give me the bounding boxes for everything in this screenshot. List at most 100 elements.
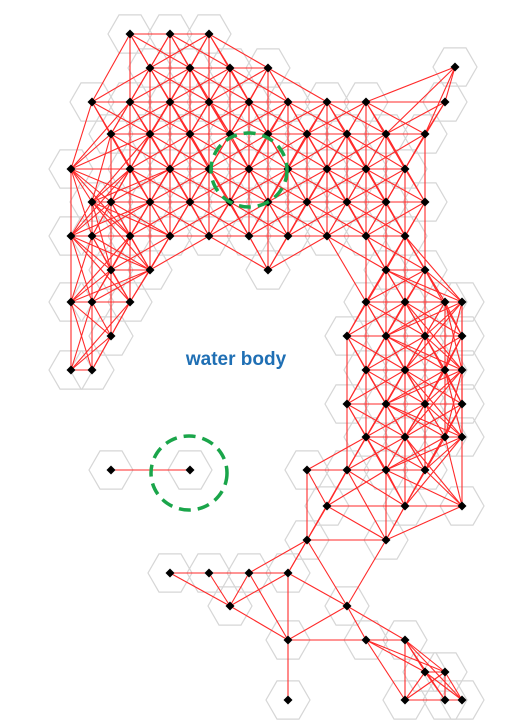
network-edge xyxy=(169,67,231,103)
sensor-node xyxy=(440,667,450,677)
hex-cell xyxy=(265,680,311,720)
network-edge xyxy=(287,572,348,607)
sensor-node xyxy=(420,465,430,475)
network-edge xyxy=(424,335,463,371)
sensor-node xyxy=(87,231,97,241)
network-edge xyxy=(287,539,308,574)
sensor-node xyxy=(400,501,410,511)
network-edge xyxy=(248,201,308,237)
network-edge xyxy=(267,101,328,135)
sensor-node xyxy=(106,265,116,275)
sensor-node xyxy=(87,365,97,375)
network-edge xyxy=(385,436,406,471)
sensor-node xyxy=(381,265,391,275)
sensor-nodes xyxy=(66,29,467,705)
hex-cell xyxy=(48,149,94,189)
network-edge xyxy=(346,469,387,541)
network-edge xyxy=(424,403,446,438)
sensor-node xyxy=(457,501,467,511)
sensor-node xyxy=(244,164,254,174)
sensor-node xyxy=(87,297,97,307)
network-edge xyxy=(287,201,348,237)
sensor-node xyxy=(204,29,214,39)
network-edge xyxy=(346,605,406,641)
network-edge xyxy=(346,469,406,507)
sensor-node xyxy=(125,231,135,241)
network-edge xyxy=(287,605,348,641)
highlight-circle-upper xyxy=(209,131,289,209)
network-edge xyxy=(229,101,289,135)
network-edge xyxy=(248,201,269,237)
network-edge xyxy=(149,168,210,203)
sensor-node xyxy=(381,465,391,475)
network-edge xyxy=(70,101,131,170)
sensor-node xyxy=(225,63,235,73)
sensor-node xyxy=(302,465,312,475)
sensor-node xyxy=(244,568,254,578)
network-edge xyxy=(444,436,463,507)
sensor-node xyxy=(457,695,467,705)
network-edge xyxy=(70,269,151,303)
network-edge xyxy=(444,671,463,701)
network-edge xyxy=(229,605,289,641)
network-edge xyxy=(248,235,269,271)
sensor-node xyxy=(400,231,410,241)
network-edge xyxy=(110,235,171,271)
network-edge xyxy=(70,301,112,337)
network-edge xyxy=(365,201,387,237)
network-edge xyxy=(70,201,151,237)
network-edge xyxy=(385,469,406,507)
hex-cell xyxy=(147,553,193,593)
sensor-node xyxy=(106,465,116,475)
sensor-node xyxy=(302,535,312,545)
network-edge xyxy=(70,168,93,237)
water-body-label: water body xyxy=(185,349,287,370)
sensor-node xyxy=(165,29,175,39)
sensor-node xyxy=(87,97,97,107)
sensor-node xyxy=(106,197,116,207)
network-edge xyxy=(91,201,151,237)
network-edge xyxy=(385,469,463,507)
network-edge xyxy=(169,201,231,237)
network-edge xyxy=(91,133,151,203)
network-edge xyxy=(149,33,210,69)
network-edge xyxy=(424,671,446,701)
network-edge xyxy=(70,133,151,170)
network-edge xyxy=(110,101,131,135)
network-edge xyxy=(306,539,348,607)
network-edge xyxy=(70,101,93,170)
sensor-node xyxy=(204,231,214,241)
sensor-node xyxy=(381,197,391,207)
sensor-node xyxy=(440,97,450,107)
sensor-node xyxy=(283,635,293,645)
network-edge xyxy=(149,101,210,135)
sensor-node xyxy=(66,164,76,174)
network-edge xyxy=(385,369,446,405)
network-edge xyxy=(248,133,308,170)
network-edge xyxy=(70,335,112,371)
sensor-node xyxy=(283,568,293,578)
sensor-node xyxy=(381,535,391,545)
sensor-node xyxy=(381,331,391,341)
sensor-node xyxy=(342,601,352,611)
sensor-node xyxy=(400,365,410,375)
sensor-node xyxy=(381,399,391,409)
network-edge xyxy=(365,403,426,438)
sensor-node xyxy=(342,197,352,207)
network-edge xyxy=(404,436,463,507)
network-edge xyxy=(444,301,463,337)
sensor-node xyxy=(361,365,371,375)
network-edge xyxy=(385,436,446,471)
sensor-node xyxy=(283,97,293,107)
sensor-node xyxy=(420,399,430,409)
network-edge xyxy=(365,639,426,673)
network-edge xyxy=(424,436,463,471)
sensor-node xyxy=(361,432,371,442)
network-edge xyxy=(91,269,112,303)
sensor-node xyxy=(361,164,371,174)
sensor-node xyxy=(322,231,332,241)
network-edge xyxy=(70,168,93,203)
network-edge xyxy=(385,505,406,541)
sensor-node xyxy=(244,231,254,241)
